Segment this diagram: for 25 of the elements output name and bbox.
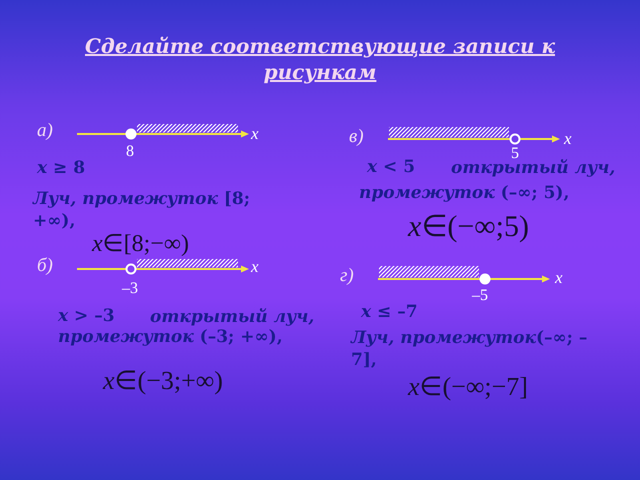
tick-label: –5 [472, 287, 488, 306]
axis-label: x [251, 124, 259, 144]
inequality: x < 5 [367, 157, 416, 178]
interval-notation: x∈(−∞;5) [408, 211, 529, 242]
panel-letter: б) [37, 255, 53, 277]
interval-description: Луч, промежуток [8; +∞), [33, 188, 252, 232]
tick-label: 8 [126, 143, 134, 162]
interval-notation: x∈[8;−∞) [92, 232, 189, 258]
interval-description: промежуток (–∞; 5), [359, 182, 570, 204]
inequality: x > –3 [58, 306, 115, 326]
axis-label: x [555, 268, 563, 288]
axis-label: x [251, 257, 259, 277]
inequality: x ≥ 8 [37, 158, 86, 178]
interval-description: промежуток (–3; +∞), [58, 326, 283, 348]
panel-letter: г) [340, 265, 354, 287]
inequality: x ≤ –7 [361, 302, 418, 322]
tick-label: –3 [122, 280, 138, 298]
panel-letter: в) [349, 126, 364, 148]
interval-description: Луч, промежуток(–∞; –7], [351, 327, 588, 371]
interval-notation: x∈(−3;+∞) [103, 367, 223, 394]
axis-label: x [564, 129, 572, 149]
panel-letter: а) [37, 120, 53, 142]
interval-notation: x∈(−∞;−7] [408, 373, 528, 400]
interval-description: открытый луч, [150, 307, 314, 328]
slide-title: Сделайте соответствующие записи к рисункам [84, 33, 556, 85]
